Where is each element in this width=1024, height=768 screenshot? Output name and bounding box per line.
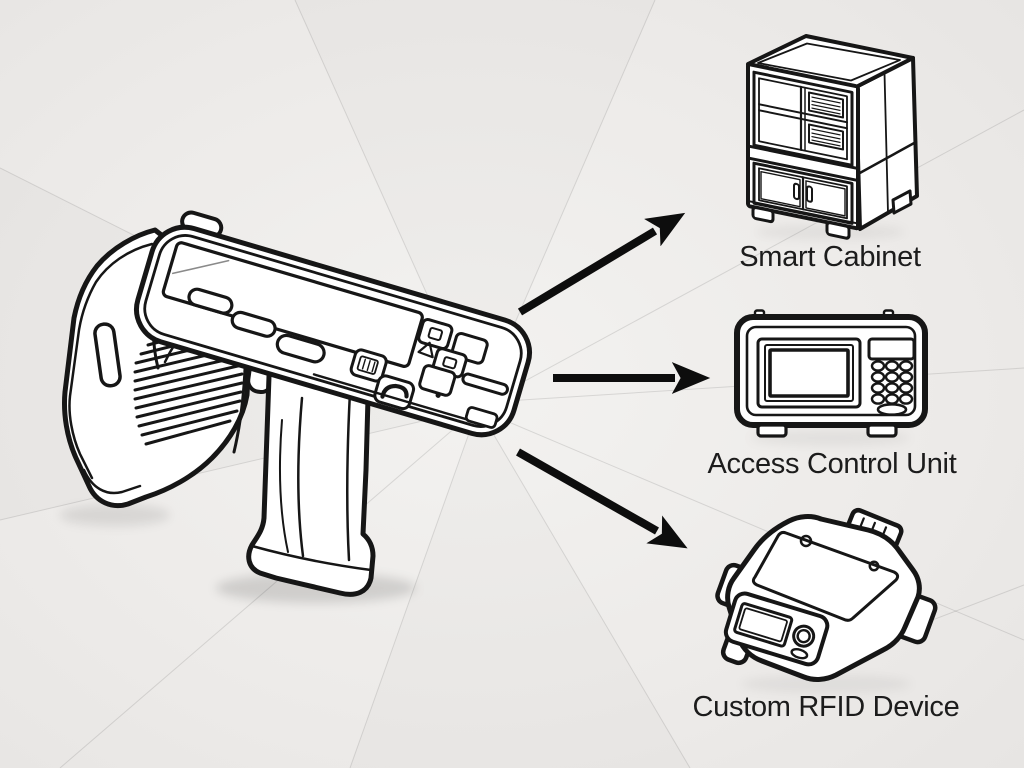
custom-rfid-device-label: Custom RFID Device [693, 691, 960, 723]
terminal-body [134, 210, 532, 438]
top-panel [751, 530, 900, 622]
acu-keypad [870, 360, 914, 416]
side-buttons [187, 287, 326, 364]
access-control-unit-icon [734, 309, 928, 438]
device-lcd [733, 602, 794, 648]
arrows [516, 212, 711, 549]
cabinet-foot [825, 221, 851, 240]
phone-handset-icon [380, 383, 409, 399]
arrow-to-smart-cabinet [517, 212, 686, 316]
cabinet-foot [751, 206, 775, 224]
smart-cabinet-label: Smart Cabinet [739, 241, 921, 273]
triangle-marker [417, 341, 434, 359]
mic-dot [435, 392, 441, 398]
acu-screen [768, 348, 850, 398]
door-handle [806, 185, 813, 203]
screw [868, 560, 880, 572]
acu-display [867, 337, 916, 361]
arrow-to-custom-rfid-device [516, 448, 688, 549]
terminal-screen [161, 241, 424, 368]
front-panel [723, 591, 830, 667]
acu-foot [866, 423, 898, 438]
key-lavender [418, 364, 457, 397]
charging-port [464, 406, 499, 429]
handheld-rfid-reader-icon [62, 210, 532, 597]
door-handle [793, 182, 800, 201]
device-button [792, 624, 816, 648]
speaker-dash [461, 372, 509, 396]
vent-grille [808, 91, 844, 151]
head-side-slot [93, 322, 122, 388]
smart-cabinet-icon [746, 34, 919, 240]
screw [799, 534, 813, 548]
custom-rfid-device-icon [715, 507, 938, 682]
acu-foot [756, 423, 788, 438]
device-small-button [790, 647, 809, 660]
access-control-unit-label: Access Control Unit [708, 448, 957, 480]
